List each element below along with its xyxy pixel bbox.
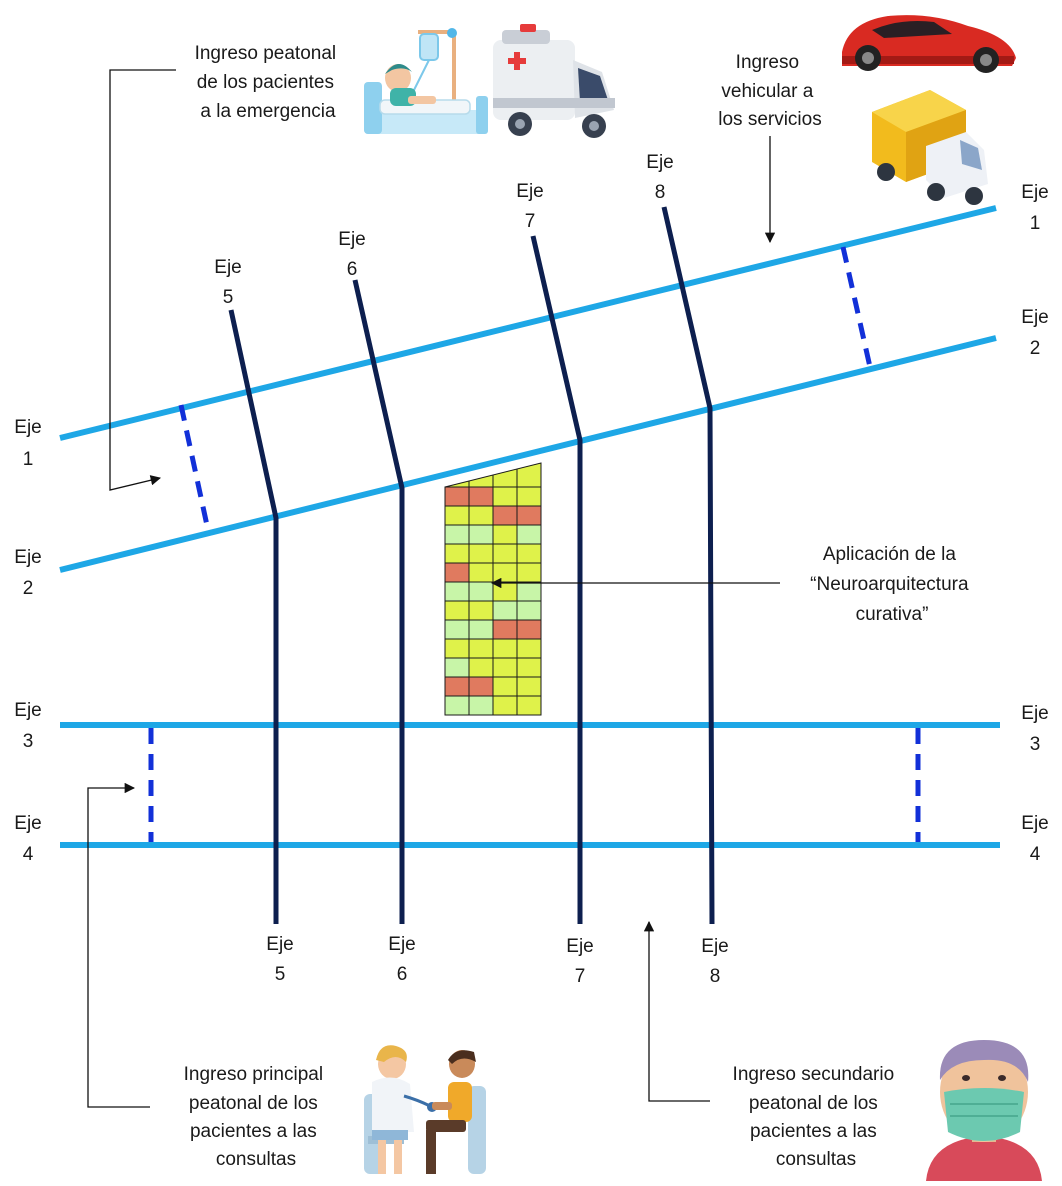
grid-cell — [468, 619, 494, 640]
ambulance-icon — [493, 24, 615, 138]
masked-person-icon — [926, 1040, 1042, 1181]
grid-cell — [516, 638, 542, 659]
grid-cell — [516, 619, 542, 640]
grid-cell — [492, 657, 518, 678]
axis-2 — [59, 335, 997, 573]
grid-cell — [444, 486, 470, 507]
grid-cell — [468, 486, 494, 507]
axis-7 — [530, 235, 583, 924]
grid-cell — [444, 600, 470, 621]
grid-cell — [492, 505, 518, 526]
patient-bed-icon — [364, 28, 488, 134]
grid-cell — [516, 524, 542, 545]
grid-cell — [516, 657, 542, 678]
grid-cell — [444, 505, 470, 526]
grid-cell — [444, 638, 470, 659]
axis-6 — [352, 279, 405, 924]
emergency-entry-text: Ingreso peatonal de los pacientes a la e… — [195, 43, 342, 122]
grid-cell — [444, 581, 470, 602]
axis-8 — [661, 206, 715, 925]
grid-cell — [516, 600, 542, 621]
grid-cell — [444, 524, 470, 545]
grid-cell — [444, 657, 470, 678]
main-entry-leader — [87, 782, 150, 1108]
axis-1 — [59, 205, 997, 441]
grid-cell — [444, 676, 470, 697]
main-entry-text: Ingreso principal peatonal de los pacien… — [184, 1064, 329, 1170]
grid-cell — [492, 619, 518, 640]
grid-cell — [468, 505, 494, 526]
grid-cell — [516, 562, 542, 583]
neuro-grid — [444, 462, 542, 716]
grid-cell — [492, 695, 518, 716]
truck-icon — [872, 90, 988, 205]
grid-cell — [468, 581, 494, 602]
grid-cell — [468, 524, 494, 545]
grid-cell — [516, 486, 542, 507]
grid-cell — [516, 505, 542, 526]
grid-cell — [516, 676, 542, 697]
grid-cell — [492, 600, 518, 621]
grid-cell — [492, 581, 518, 602]
doctor-patient-icon — [364, 1045, 486, 1174]
grid-cell — [468, 600, 494, 621]
neuro-text: Aplicación de la “Neuroarquitectura cura… — [810, 544, 974, 625]
emergency-leader — [109, 69, 176, 491]
grid-cell — [468, 638, 494, 659]
grid-cell — [492, 676, 518, 697]
grid-cell — [492, 543, 518, 564]
secondary-entry-leader — [643, 920, 710, 1102]
car-icon — [842, 15, 1016, 73]
grid-cell — [468, 543, 494, 564]
grid-cell — [492, 562, 518, 583]
grid-cell — [516, 581, 542, 602]
axis-5 — [228, 309, 279, 924]
grid-cell — [444, 543, 470, 564]
emergency-entry-dash — [178, 404, 211, 531]
grid-cell — [468, 562, 494, 583]
grid-cell — [492, 524, 518, 545]
grid-cell — [516, 543, 542, 564]
vehicle-entry-text: Ingreso vehicular a los servicios — [718, 52, 821, 130]
grid-cell — [444, 695, 470, 716]
grid-cell — [468, 676, 494, 697]
secondary-entry-text: Ingreso secundario peatonal de los pacie… — [733, 1064, 900, 1170]
grid-cell — [492, 638, 518, 659]
grid-cell — [444, 619, 470, 640]
grid-cell — [468, 695, 494, 716]
service-entry-dash — [840, 246, 873, 368]
grid-cell — [516, 695, 542, 716]
grid-cell — [468, 657, 494, 678]
grid-cell — [444, 562, 470, 583]
grid-cell — [492, 486, 518, 507]
